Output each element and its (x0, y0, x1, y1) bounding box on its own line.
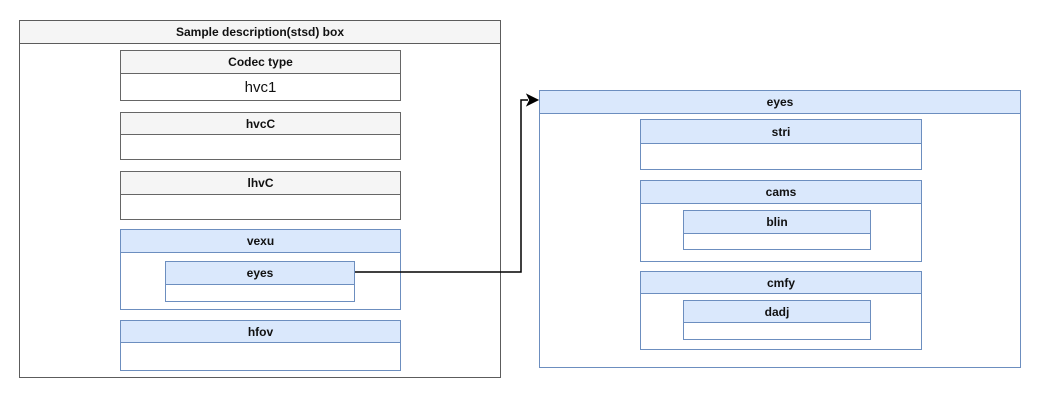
eyes-expanded-header: eyes (540, 91, 1020, 114)
hfov-body (121, 343, 400, 370)
dadj-box: dadj (683, 300, 871, 340)
hfov-box: hfov (120, 320, 401, 371)
lhvc-body (121, 195, 400, 219)
lhvc-header: lhvC (121, 172, 400, 195)
hfov-header: hfov (121, 321, 400, 343)
codec-type-header: Codec type (121, 51, 400, 74)
dadj-header: dadj (684, 301, 870, 323)
vexu-header: vexu (121, 230, 400, 253)
stri-header: stri (641, 120, 921, 144)
stri-box: stri (640, 119, 922, 170)
eyes-nested-box: eyes (165, 261, 355, 302)
hvcc-header: hvcC (121, 113, 400, 135)
eyes-nested-body (166, 285, 354, 301)
stsd-box: Sample description(stsd) box (19, 20, 501, 378)
blin-box: blin (683, 210, 871, 250)
dadj-body (684, 323, 870, 339)
stri-body (641, 144, 921, 169)
hvcc-box: hvcC (120, 112, 401, 160)
blin-body (684, 234, 870, 249)
codec-type-value: hvc1 (244, 79, 277, 96)
cams-header: cams (641, 181, 921, 204)
lhvc-box: lhvC (120, 171, 401, 220)
blin-header: blin (684, 211, 870, 234)
stsd-box-title: Sample description(stsd) box (20, 21, 500, 44)
hvcc-body (121, 135, 400, 159)
codec-type-box: Codec type hvc1 (120, 50, 401, 101)
cmfy-header: cmfy (641, 272, 921, 294)
eyes-nested-header: eyes (166, 262, 354, 285)
